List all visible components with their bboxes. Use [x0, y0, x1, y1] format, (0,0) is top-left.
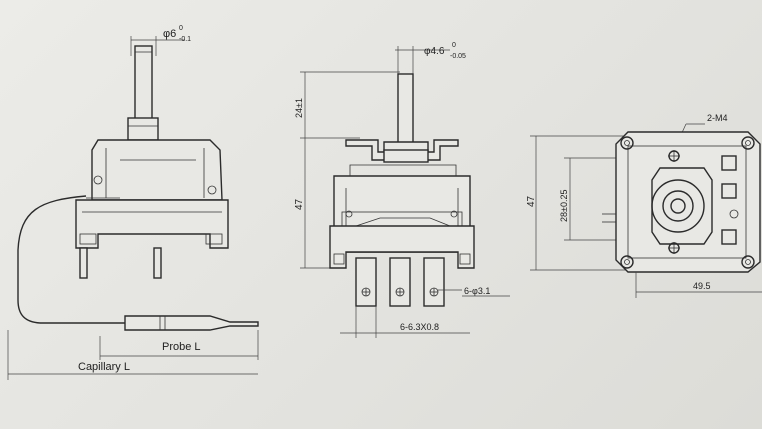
hole-spacing-back: 28±0.25	[559, 190, 569, 222]
shaft-front	[397, 73, 414, 145]
base-plate-left	[75, 199, 229, 249]
terminal-front-1	[355, 257, 377, 307]
back-view: 2-M4 47 28±0.25	[526, 113, 762, 298]
cam-ring	[651, 179, 705, 233]
shaft-left	[134, 45, 153, 121]
cam-plate	[651, 167, 713, 245]
collar-left	[127, 117, 159, 141]
height-body-front: 47	[294, 198, 305, 210]
base-front	[329, 225, 475, 269]
left-view: φ6 0 -0.1 Probe L	[7, 25, 259, 380]
terminal-note: 6-6.3X0.8	[400, 322, 439, 332]
shaft-hole-back	[670, 198, 686, 214]
shaft-dia-front: φ4.6	[424, 46, 445, 57]
front-view: φ4.6 0 -0.05 24±1 47	[294, 42, 510, 338]
shaft-tol-lower-left: -0.1	[179, 36, 191, 43]
terminal-back-3	[729, 209, 739, 219]
capillary-tube	[17, 195, 87, 324]
shaft-dia-left: φ6	[163, 28, 176, 40]
terminal-back-2	[721, 183, 737, 199]
screw-left-1	[93, 175, 103, 185]
terminal-left-2	[153, 247, 162, 279]
terminal-front-3	[423, 257, 445, 307]
hole-note: 6-φ3.1	[464, 286, 490, 296]
shaft-tol-lower-front: -0.05	[450, 53, 466, 60]
capillary-label: Capillary L	[78, 361, 130, 373]
height-total-back: 47	[526, 195, 537, 207]
corner-screw-4	[741, 255, 755, 269]
probe	[124, 315, 259, 331]
height-shaft-front: 24±1	[294, 98, 304, 118]
terminal-back-4	[721, 229, 737, 245]
screw-left-2	[207, 185, 217, 195]
probe-label: Probe L	[162, 341, 201, 353]
terminal-left-1	[79, 247, 88, 279]
corner-screw-1	[620, 136, 634, 150]
shaft-tol-upper-left: 0	[179, 25, 183, 32]
thread-note: 2-M4	[707, 113, 728, 123]
body-upper-left	[91, 139, 223, 201]
width-back: 49.5	[693, 281, 711, 291]
corner-screw-3	[620, 255, 634, 269]
terminal-front-2	[389, 257, 411, 307]
cam-hub	[662, 190, 694, 222]
shaft-tol-upper-front: 0	[452, 42, 456, 49]
terminal-back-1	[721, 155, 737, 171]
corner-screw-2	[741, 136, 755, 150]
